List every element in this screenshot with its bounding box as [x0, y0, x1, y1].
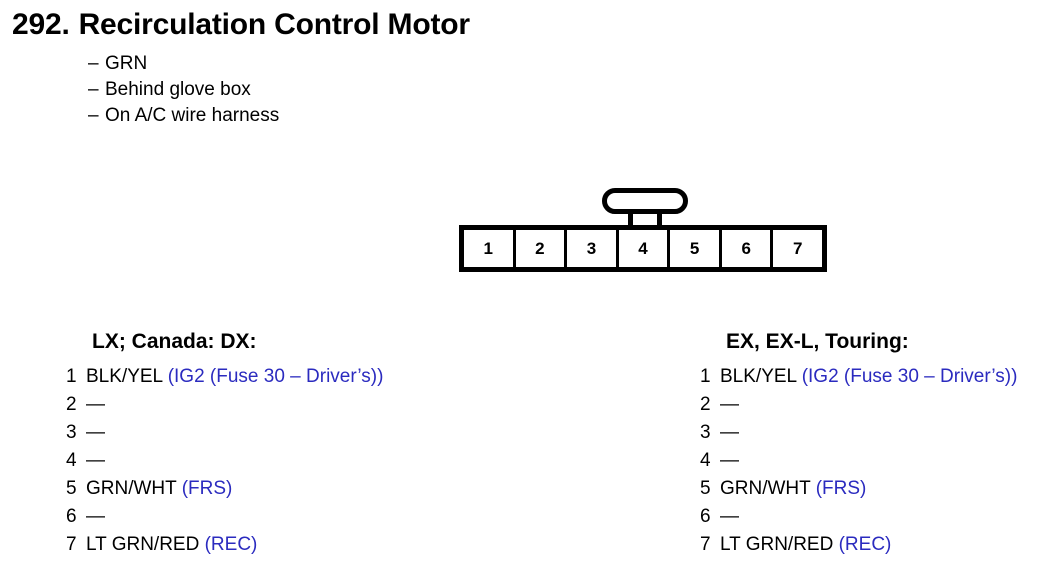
pin-row: 2— [700, 391, 1047, 419]
list-item: –GRN [88, 51, 279, 77]
pin-row: 3— [66, 419, 506, 447]
pin-row: 4— [700, 447, 1047, 475]
pin-wire-color: — [720, 450, 739, 471]
pin-wire-color: — [86, 394, 105, 415]
dash-bullet-icon: – [88, 105, 99, 126]
pin-table-lx-canada-dx: LX; Canada: DX: 1 BLK/YEL (IG2 (Fuse 30 –… [66, 330, 506, 559]
page-title: 292.Recirculation Control Motor [12, 8, 470, 42]
pin-row: 6— [700, 503, 1047, 531]
pin-wire-color: GRN/WHT [86, 478, 177, 499]
connector-cavity: 2 [515, 230, 568, 267]
pin-number: 1 [700, 366, 711, 387]
section-number: 292. [12, 8, 70, 41]
pin-wire-color: BLK/YEL [720, 366, 797, 387]
component-notes-list: –GRN –Behind glove box –On A/C wire harn… [88, 51, 279, 129]
connector-body: 1 2 3 4 5 6 7 [459, 225, 827, 272]
connector-cavity: 6 [721, 230, 774, 267]
pin-row: 6— [66, 503, 506, 531]
pin-table-ex-exl-touring: EX, EX-L, Touring: 1 BLK/YEL (IG2 (Fuse 3… [700, 330, 1047, 559]
connector-cavity: 3 [567, 230, 619, 267]
section-title: Recirculation Control Motor [78, 8, 470, 41]
column-heading: LX; Canada: DX: [92, 330, 257, 353]
pin-wire-color: — [86, 450, 105, 471]
pin-number: 2 [66, 394, 77, 415]
note-text: Behind glove box [105, 79, 251, 100]
connector-cavity: 1 [464, 230, 516, 267]
pin-number: 5 [66, 478, 77, 499]
dash-bullet-icon: – [88, 79, 99, 100]
pin-row: 5 GRN/WHT (FRS) [66, 475, 506, 503]
pin-row: 4— [66, 447, 506, 475]
pin-row: 2— [66, 391, 506, 419]
pin-wire-color: — [86, 422, 105, 443]
pin-wire-color: LT GRN/RED [720, 534, 834, 555]
pin-number: 4 [66, 450, 77, 471]
pin-circuit-name: (REC) [204, 534, 258, 555]
pin-number: 5 [700, 478, 711, 499]
list-item: –Behind glove box [88, 77, 279, 103]
pin-number: 6 [66, 506, 77, 527]
note-text: On A/C wire harness [105, 105, 280, 126]
pin-wire-color: — [720, 422, 739, 443]
connector-diagram: 1 2 3 4 5 6 7 [459, 188, 827, 272]
pin-row: 1 BLK/YEL (IG2 (Fuse 30 – Driver’s)) [66, 363, 506, 391]
pin-wire-color: LT GRN/RED [86, 534, 200, 555]
pin-number: 4 [700, 450, 711, 471]
pin-row: 5 GRN/WHT (FRS) [700, 475, 1047, 503]
pin-number: 2 [700, 394, 711, 415]
pin-number: 3 [700, 422, 711, 443]
pin-circuit-name: (IG2 (Fuse 30 – Driver’s)) [167, 366, 384, 387]
pin-circuit-name: (REC) [838, 534, 892, 555]
dash-bullet-icon: – [88, 53, 99, 74]
pin-number: 3 [66, 422, 77, 443]
column-heading: EX, EX-L, Touring: [726, 330, 909, 353]
connector-cavity: 4 [618, 230, 671, 267]
note-text: GRN [105, 53, 148, 74]
list-item: –On A/C wire harness [88, 103, 279, 129]
pin-number: 7 [66, 534, 77, 555]
pin-circuit-name: (IG2 (Fuse 30 – Driver’s)) [801, 366, 1018, 387]
pin-wire-color: — [86, 506, 105, 527]
pin-row: 1 BLK/YEL (IG2 (Fuse 30 – Driver’s)) [700, 363, 1047, 391]
pin-number: 6 [700, 506, 711, 527]
pin-wire-color: — [720, 394, 739, 415]
pin-circuit-name: (FRS) [181, 478, 233, 499]
locking-tab-icon [602, 188, 688, 214]
pin-wire-color: BLK/YEL [86, 366, 163, 387]
pin-circuit-name: (FRS) [815, 478, 867, 499]
connector-cavity: 7 [773, 230, 823, 267]
connector-cavity: 5 [670, 230, 722, 267]
pin-wire-color: GRN/WHT [720, 478, 811, 499]
pin-wire-color: — [720, 506, 739, 527]
pin-row: 7 LT GRN/RED (REC) [700, 531, 1047, 559]
pin-row: 3— [700, 419, 1047, 447]
pin-number: 1 [66, 366, 77, 387]
pin-number: 7 [700, 534, 711, 555]
pin-row: 7 LT GRN/RED (REC) [66, 531, 506, 559]
